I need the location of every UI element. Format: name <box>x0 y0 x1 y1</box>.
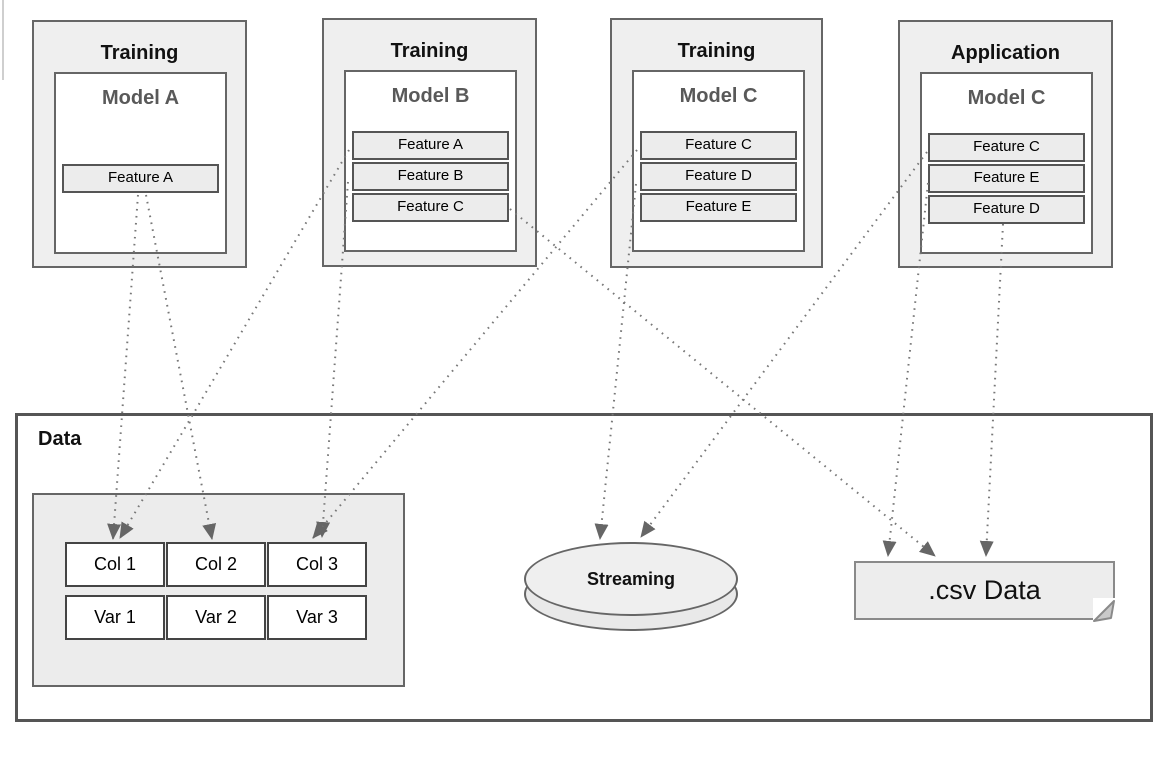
card-training-model-b: Training Model B Feature A Feature B Fea… <box>322 18 537 267</box>
feature-box: Feature C <box>640 131 797 160</box>
model-box: Model A Feature A <box>54 72 227 254</box>
model-name: Model C <box>679 85 758 107</box>
table-var-3: Var 3 <box>267 595 367 640</box>
disk-top-face: Streaming <box>524 542 738 616</box>
feature-box: Feature E <box>928 164 1085 193</box>
table-col-2: Col 2 <box>166 542 266 587</box>
table-col-3: Col 3 <box>267 542 367 587</box>
card-application-model-c: Application Model C Feature C Feature E … <box>898 20 1113 268</box>
feature-box: Feature C <box>352 193 509 222</box>
card-title: Training <box>100 42 179 64</box>
feature-box: Feature E <box>640 193 797 222</box>
cutoff-shape-edge <box>2 0 4 80</box>
model-name: Model B <box>391 85 470 107</box>
feature-box: Feature D <box>640 162 797 191</box>
fold-triangle <box>1093 600 1115 622</box>
data-section-label: Data <box>38 428 82 450</box>
card-training-model-c: Training Model C Feature C Feature D Fea… <box>610 18 823 268</box>
feature-box: Feature A <box>352 131 509 160</box>
feature-list: Feature A Feature B Feature C <box>346 131 515 224</box>
card-training-model-a: Training Model A Feature A <box>32 20 247 268</box>
card-title: Application <box>951 42 1060 64</box>
feature-box: Feature B <box>352 162 509 191</box>
table-col-1: Col 1 <box>65 542 165 587</box>
csv-data-document: .csv Data <box>854 561 1115 622</box>
model-box: Model C Feature C Feature D Feature E <box>632 70 805 252</box>
card-title: Training <box>390 40 469 62</box>
model-box: Model B Feature A Feature B Feature C <box>344 70 517 252</box>
model-name: Model C <box>967 87 1046 109</box>
model-name: Model A <box>101 87 180 109</box>
table-var-1: Var 1 <box>65 595 165 640</box>
streaming-disk: Streaming <box>524 542 738 637</box>
card-title: Training <box>677 40 756 62</box>
table-var-2: Var 2 <box>166 595 266 640</box>
data-table-box: Col 1 Col 2 Col 3 Var 1 Var 2 Var 3 <box>32 493 405 687</box>
feature-list: Feature C Feature E Feature D <box>922 133 1091 226</box>
feature-box: Feature A <box>62 164 219 193</box>
feature-box: Feature D <box>928 195 1085 224</box>
document-folded-corner <box>1093 598 1115 622</box>
feature-list: Feature A <box>56 164 225 195</box>
model-box: Model C Feature C Feature E Feature D <box>920 72 1093 254</box>
streaming-label: Streaming <box>586 568 676 589</box>
feature-list: Feature C Feature D Feature E <box>634 131 803 224</box>
csv-data-label: .csv Data <box>928 575 1041 605</box>
feature-box: Feature C <box>928 133 1085 162</box>
